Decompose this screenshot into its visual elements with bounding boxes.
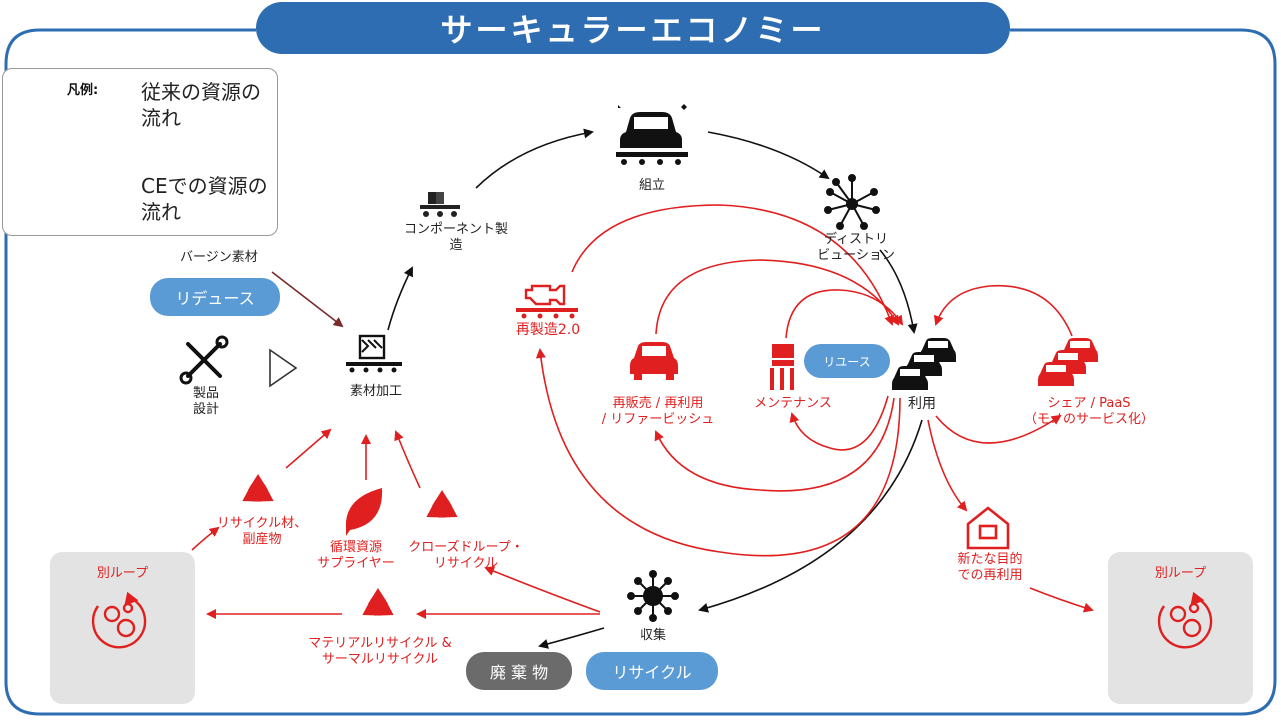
arrow-assembly-to-distribution <box>707 131 830 180</box>
use-label: 利用 <box>908 396 936 412</box>
remanufacturing-label: 再製造2.0 <box>515 322 581 338</box>
virgin-material-label: バージン素材 <box>180 250 258 265</box>
other-loop-right-label: 別ループ <box>1154 566 1207 581</box>
arrow-distribution-to-use <box>879 249 918 334</box>
arrow-use-to-newpurpose <box>927 419 968 512</box>
material-recycle-label: マテリアルリサイクル & サーマルリサイクル <box>308 636 452 667</box>
circular-supplier-label: 循環資源 サプライヤー <box>317 540 395 571</box>
arrow-use-to-resale <box>654 397 895 492</box>
recycle-icon-recycled <box>242 474 274 502</box>
other-loop-right: 別ループ <box>1108 552 1253 704</box>
engine-icon <box>516 284 578 319</box>
arrow-virgin-to-processing <box>271 271 344 328</box>
arrow-processing-to-component <box>387 266 413 331</box>
maintenance-label: メンテナンス <box>754 396 832 411</box>
other-loop-left-label: 別ループ <box>96 566 149 581</box>
arrow-newpurpose-to-otherloop <box>1029 587 1094 613</box>
arrow-closedloop-to-processing <box>394 430 421 489</box>
product-design-label: 製品 設計 <box>192 386 219 417</box>
recycled-material-label: リサイクル材、 副産物 <box>216 516 308 547</box>
tools-icon <box>179 335 229 385</box>
arrow-use-to-maintenance <box>789 395 889 451</box>
arrow-collection-to-closedloop <box>484 566 601 613</box>
material-processing-label: 素材加工 <box>349 384 402 399</box>
arrow-otherloop-to-recycled <box>191 526 220 551</box>
share-label: シェア / PaaS （モノのサービス化） <box>1023 396 1154 427</box>
arrow-recycled-to-processing <box>285 428 332 469</box>
legend-conventional-label: 従来の資源の流れ <box>141 80 261 130</box>
collection-label: 収集 <box>639 628 666 643</box>
resale-label: 再販売 / 再利用 / リファービッシュ <box>601 396 715 427</box>
other-loop-left: 別ループ <box>50 552 195 704</box>
recycle-badge: リサイクル <box>586 652 718 690</box>
processing-icon <box>346 334 402 373</box>
hub-icon <box>824 174 880 230</box>
car-icon-resale <box>630 342 678 380</box>
arrow-collection-to-waste <box>538 627 605 649</box>
reuse-badge: リユース <box>804 344 890 378</box>
house-icon <box>966 506 1010 550</box>
triangle-arrow-icon <box>269 348 298 388</box>
arrow-use-to-reman <box>535 348 901 557</box>
legend-ce-label: CEでの資源の流れ <box>141 174 268 224</box>
arrow-maint-to-use <box>785 289 904 339</box>
collection-hub-icon <box>627 570 679 622</box>
conventional-flow <box>387 128 923 649</box>
arrow-component-to-assembly <box>475 128 594 189</box>
closed-loop-label: クローズドループ・ リサイクル <box>408 540 524 571</box>
cars-icon-use <box>892 338 956 390</box>
arrow-share-to-use <box>933 284 1073 337</box>
arrow-resale-to-use <box>655 259 900 335</box>
distribution-label: ディストリ ビューション <box>817 232 895 263</box>
mechanic-icon <box>770 344 794 390</box>
leaf-icon <box>345 488 383 536</box>
new-purpose-label: 新たな目的 での再利用 <box>957 552 1023 583</box>
page-title: サーキュラーエコノミー <box>256 2 1010 54</box>
reduce-badge: リデュース <box>150 278 280 316</box>
legend-title: 凡例: <box>67 83 99 98</box>
waste-badge: 廃 棄 物 <box>466 652 572 690</box>
arrow-reman-to-use <box>571 204 894 326</box>
recycle-icon-material <box>362 588 394 616</box>
ce-flow <box>191 204 1094 619</box>
arrow-use-to-share <box>935 414 1062 444</box>
car-icon <box>616 104 688 165</box>
conveyor-icon <box>420 192 460 217</box>
component-manufacturing-label: コンポーネント製 造 <box>403 222 508 253</box>
outer-frame <box>4 28 1277 716</box>
recycle-icon-closedloop <box>426 490 458 518</box>
legend-box: 凡例: 従来の資源の流れ CEでの資源の流れ <box>2 68 278 236</box>
cars-icon-share <box>1038 338 1098 386</box>
assembly-label: 組立 <box>638 178 665 193</box>
arrow-use-to-collection <box>698 419 923 613</box>
